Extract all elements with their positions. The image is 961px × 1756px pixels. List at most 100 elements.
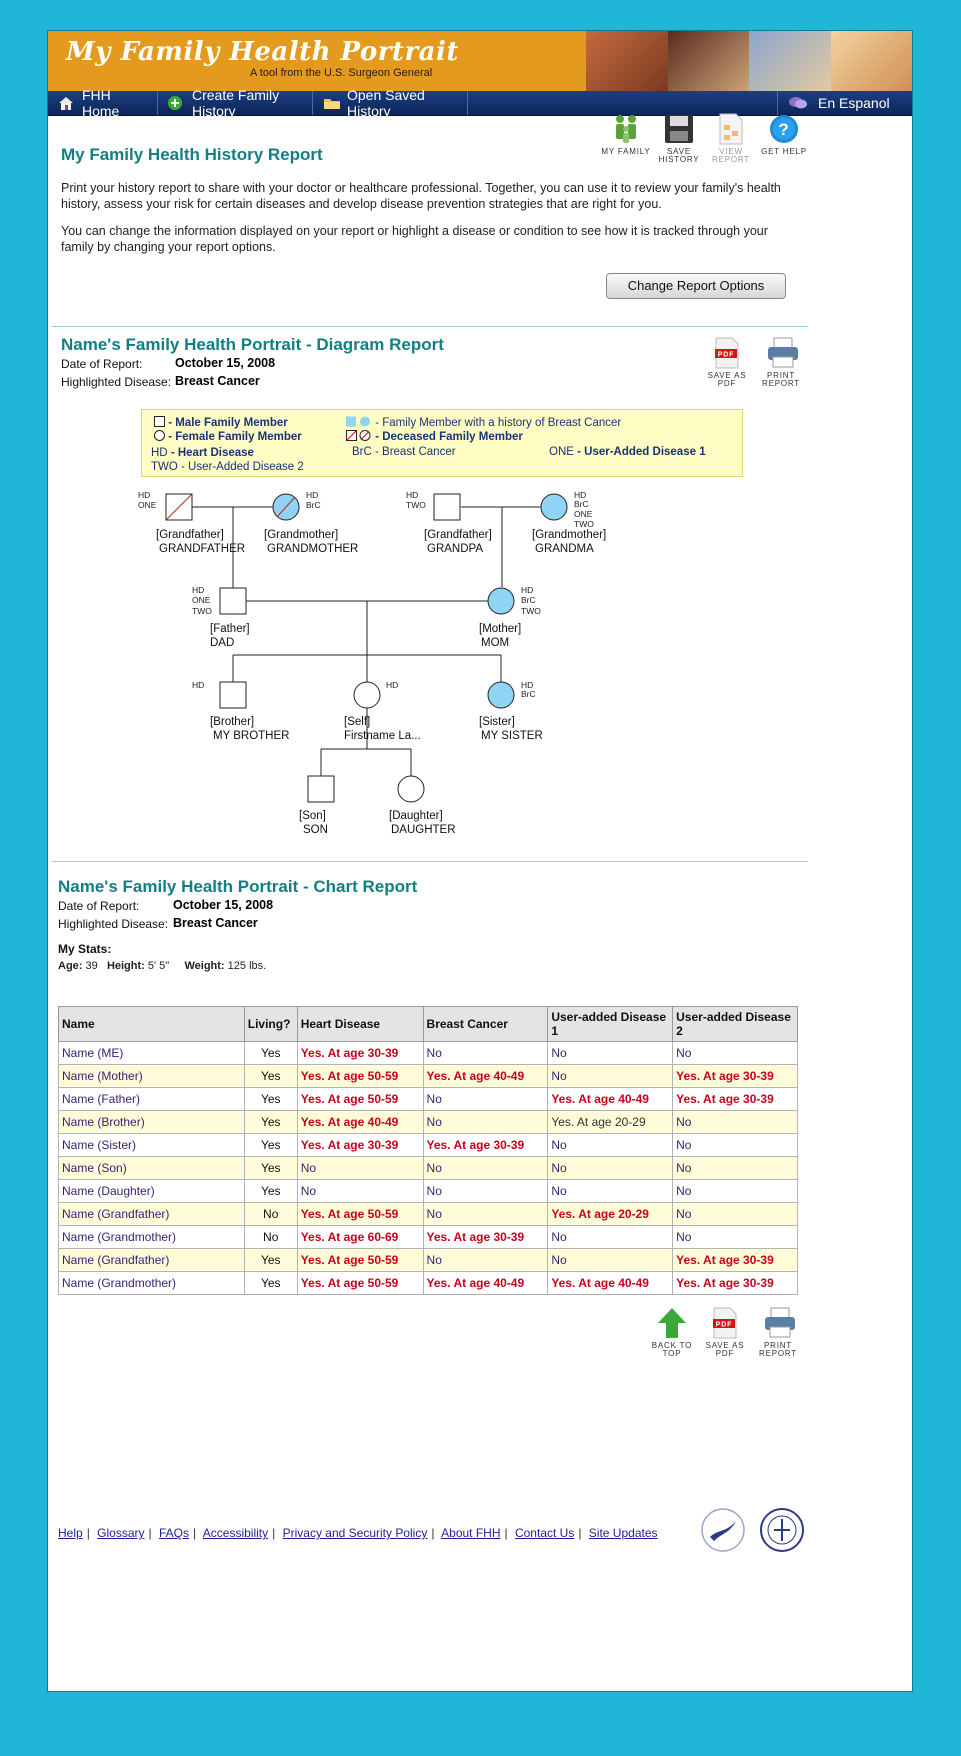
living-status-cell: Yes bbox=[243, 1041, 298, 1065]
gm2-relation: [Grandmother] bbox=[532, 529, 606, 541]
gf2-name: GRANDPA bbox=[427, 543, 483, 555]
disease-status-cell: No bbox=[547, 1156, 674, 1180]
footer-link-site-updates[interactable]: Site Updates bbox=[588, 1526, 658, 1540]
legend-deceased-text: - Deceased Family Member bbox=[375, 431, 523, 443]
footer-link-accessibility[interactable]: Accessibility bbox=[202, 1526, 269, 1540]
gf2-relation: [Grandfather] bbox=[424, 529, 492, 541]
sister-symbol bbox=[487, 681, 515, 709]
nav-language-label: En Espanol bbox=[818, 95, 890, 111]
gm2-hd-label: HD bbox=[574, 490, 586, 500]
disease-status-cell: No bbox=[547, 1133, 674, 1157]
disease-status-cell: Yes. At age 30-39 bbox=[422, 1133, 549, 1157]
footer-link-faqs[interactable]: FAQs bbox=[158, 1526, 189, 1540]
living-status-cell: Yes bbox=[243, 1087, 298, 1111]
living-status-cell: No bbox=[243, 1202, 298, 1226]
health-history-table: Name Living? Heart Disease Breast Cancer… bbox=[58, 1006, 798, 1295]
nav-create-family-history[interactable]: Create Family History bbox=[158, 87, 313, 119]
diagram-print-label: PRINT REPORT bbox=[762, 371, 800, 388]
change-report-options-button[interactable]: Change Report Options bbox=[606, 273, 786, 299]
save-history-label: SAVE HISTORY bbox=[658, 147, 700, 164]
back-to-top-button[interactable]: BACK TO TOP bbox=[645, 1307, 699, 1358]
mother-relation: [Mother] bbox=[479, 623, 521, 635]
disease-status-cell: Yes. At age 40-49 bbox=[422, 1064, 549, 1088]
gm1-relation: [Grandmother] bbox=[264, 529, 338, 541]
column-header: Name bbox=[58, 1006, 245, 1042]
save-history-button[interactable]: SAVE HISTORY bbox=[652, 113, 706, 164]
nav-create-label: Create Family History bbox=[192, 87, 280, 119]
legend-brc: BrC - Breast Cancer bbox=[352, 446, 456, 458]
legend-brc-abbr: BrC bbox=[352, 446, 372, 458]
get-help-button[interactable]: ? GET HELP bbox=[757, 113, 811, 156]
father-symbol bbox=[219, 587, 247, 615]
nav-fhh-home[interactable]: FHH Home bbox=[48, 87, 158, 119]
family-member-name-cell: Name (Grandmother) bbox=[58, 1271, 245, 1295]
chart-save-pdf-button[interactable]: PDF SAVE AS PDF bbox=[698, 1307, 752, 1358]
disease-status-cell: Yes. At age 50-59 bbox=[296, 1064, 424, 1088]
family-member-name-cell: Name (Grandfather) bbox=[58, 1248, 245, 1272]
height-value: 5' 5" bbox=[147, 960, 170, 972]
chart-print-button[interactable]: PRINT REPORT bbox=[751, 1307, 805, 1358]
gf1-name: GRANDFATHER bbox=[159, 543, 245, 555]
get-help-label: GET HELP bbox=[761, 147, 807, 156]
gf2-hd-label: HD bbox=[406, 490, 418, 500]
disease-status-cell: Yes. At age 60-69 bbox=[296, 1225, 424, 1249]
folder-icon bbox=[323, 96, 340, 110]
column-header: Living? bbox=[243, 1006, 298, 1042]
diagram-print-button[interactable]: PRINT REPORT bbox=[754, 337, 808, 388]
legend-hd-text: - Heart Disease bbox=[170, 447, 254, 459]
disease-status-cell: Yes. At age 30-39 bbox=[672, 1271, 798, 1295]
family-member-name-cell: Name (Son) bbox=[58, 1156, 245, 1180]
svg-text:PDF: PDF bbox=[716, 1322, 732, 1329]
view-report-label: VIEW REPORT bbox=[712, 147, 750, 164]
living-status-cell: Yes bbox=[243, 1156, 298, 1180]
family-member-name-cell: Name (Grandmother) bbox=[58, 1225, 245, 1249]
deceased-icon bbox=[346, 430, 371, 441]
disease-status-cell: Yes. At age 30-39 bbox=[672, 1064, 798, 1088]
living-status-cell: Yes bbox=[243, 1248, 298, 1272]
footer-link-about[interactable]: About FHH bbox=[441, 1526, 501, 1540]
nav-open-saved-history[interactable]: Open Saved History bbox=[313, 87, 468, 119]
diagram-disease-value: Breast Cancer bbox=[175, 374, 260, 388]
pedigree-diagram: HD ONE [Grandfather] GRANDFATHER HD BrC … bbox=[138, 490, 606, 836]
chart-date-label: Date of Report: bbox=[58, 899, 140, 913]
pdf-icon: PDF bbox=[710, 1307, 740, 1339]
column-header: User-added Disease 2 bbox=[672, 1006, 798, 1042]
disease-status-cell: No bbox=[547, 1248, 674, 1272]
family-member-name-cell: Name (ME) bbox=[58, 1041, 245, 1065]
sister-hd-label: HD bbox=[521, 680, 533, 690]
diagram-save-pdf-button[interactable]: PDF SAVE AS PDF bbox=[700, 337, 754, 388]
footer-link-help[interactable]: Help bbox=[58, 1526, 83, 1540]
intro-paragraph-2: You can change the information displayed… bbox=[61, 224, 768, 254]
nav-en-espanol[interactable]: En Espanol bbox=[777, 91, 912, 115]
gm2-two-label: TWO bbox=[574, 519, 594, 529]
pedigree-lines bbox=[188, 506, 546, 776]
brother-symbol bbox=[219, 681, 247, 709]
disease-status-cell: No bbox=[422, 1179, 549, 1203]
plus-icon bbox=[168, 96, 184, 110]
gm1-brc-label: BrC bbox=[306, 500, 321, 510]
legend-two-abbr: TWO bbox=[151, 461, 178, 473]
view-report-button[interactable]: VIEW REPORT bbox=[704, 113, 758, 164]
family-member-name-cell: Name (Brother) bbox=[58, 1110, 245, 1134]
speech-bubble-icon bbox=[788, 96, 810, 110]
column-header: User-added Disease 1 bbox=[547, 1006, 674, 1042]
page-container: My Family Health Portrait A tool from th… bbox=[47, 30, 913, 1692]
disease-status-cell: No bbox=[296, 1179, 424, 1203]
svg-text:PDF: PDF bbox=[718, 352, 734, 359]
living-status-cell: Yes bbox=[243, 1271, 298, 1295]
disease-status-cell: Yes. At age 30-39 bbox=[296, 1133, 424, 1157]
footer-link-glossary[interactable]: Glossary bbox=[97, 1526, 145, 1540]
header-photo-banner bbox=[586, 31, 912, 91]
family-icon bbox=[611, 113, 641, 145]
chart-disease-value: Breast Cancer bbox=[173, 916, 258, 930]
disease-status-cell: No bbox=[422, 1202, 549, 1226]
footer-link-privacy[interactable]: Privacy and Security Policy bbox=[282, 1526, 428, 1540]
footer-link-contact[interactable]: Contact Us bbox=[514, 1526, 575, 1540]
family-photo-4 bbox=[830, 31, 912, 91]
disease-status-cell: No bbox=[422, 1156, 549, 1180]
my-family-button[interactable]: MY FAMILY bbox=[599, 113, 653, 156]
disease-status-cell: Yes. At age 50-59 bbox=[296, 1202, 424, 1226]
